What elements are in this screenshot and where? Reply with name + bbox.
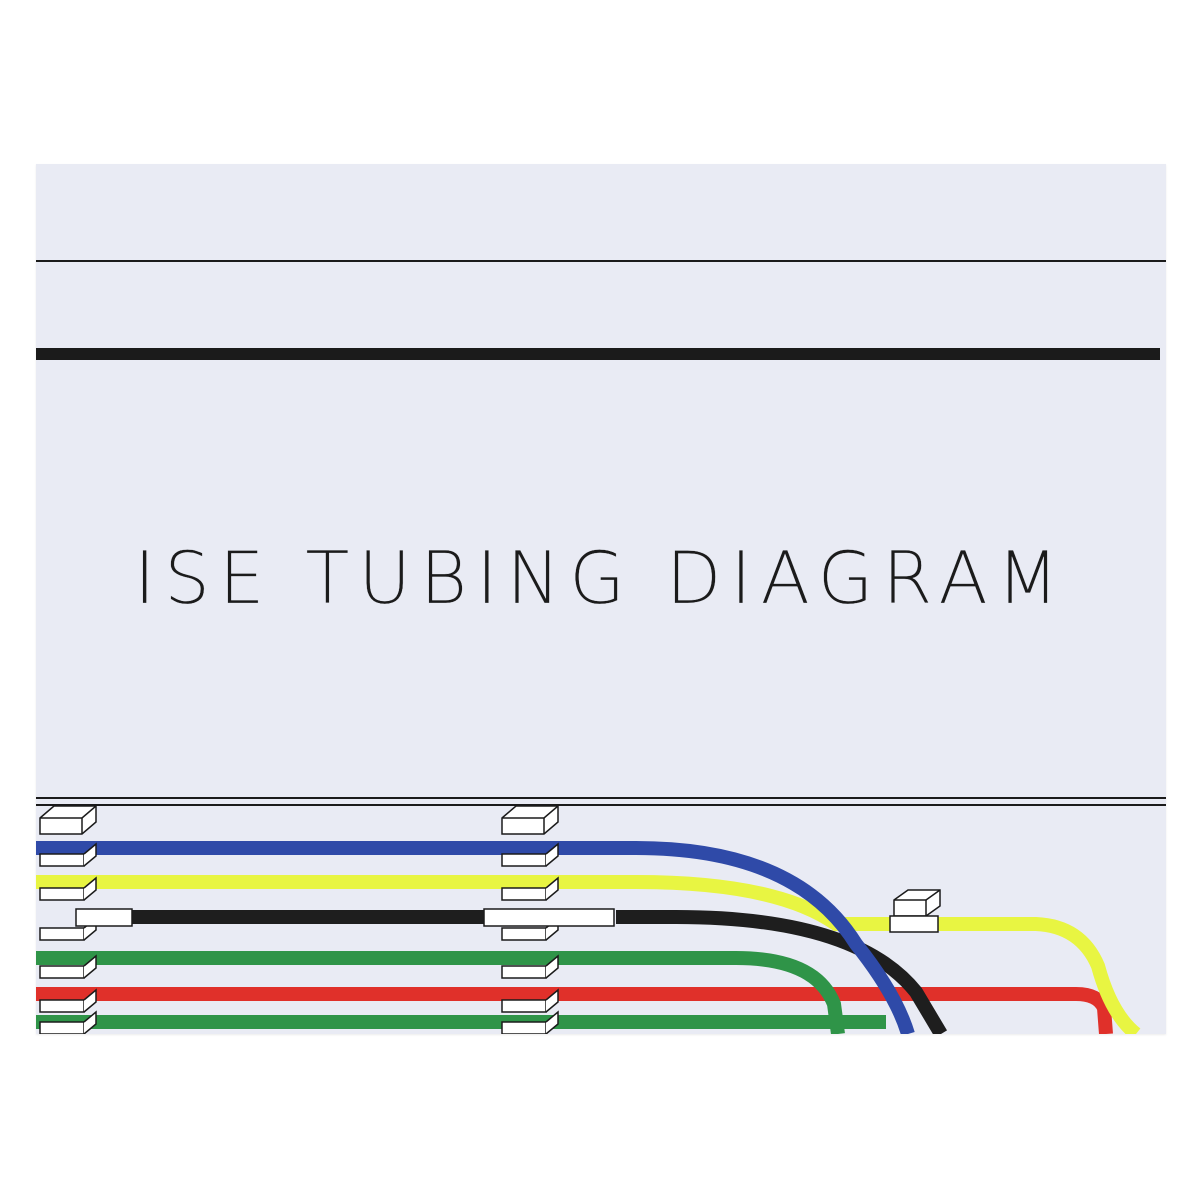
middle-connector-collar-side-5	[545, 988, 559, 1013]
right-connector-edge-2	[925, 889, 941, 901]
top-thick-rule	[36, 348, 1160, 360]
right-yellow-connector	[889, 889, 941, 933]
tube-black	[126, 910, 948, 1034]
left-connector-collar-side-2	[83, 876, 97, 901]
middle-connector-collar-side-2	[545, 876, 559, 901]
middle-connector-collar-4	[501, 965, 547, 979]
middle-connector-collar-6	[501, 1021, 547, 1034]
page-title: ISE TUBING DIAGRAM	[134, 536, 1068, 620]
diagram-card: ISE TUBING DIAGRAM	[36, 164, 1166, 1034]
left-black-sleeve	[75, 908, 133, 927]
left-connector-collar-1	[39, 853, 85, 867]
left-connector-stack	[39, 805, 133, 1034]
right-connector-top	[893, 889, 941, 917]
left-connector-collar-6	[39, 1021, 85, 1034]
left-connector-collar-2	[39, 887, 85, 901]
middle-connector-collar-5	[501, 999, 547, 1013]
right-connector-collar	[889, 915, 939, 933]
left-connector-collar-4	[39, 965, 85, 979]
tube-blue	[36, 841, 915, 1034]
middle-connector-collar-1	[501, 853, 547, 867]
left-connector-collar-5	[39, 999, 85, 1013]
middle-connector-collar-side-6	[545, 1010, 559, 1034]
left-connector-cap	[39, 805, 97, 835]
tube-green	[36, 951, 845, 1034]
tubes	[36, 841, 1141, 1034]
left-connector-collar-3	[39, 927, 85, 941]
left-connector-collar-side-4	[83, 954, 97, 979]
tubing-diagram	[36, 797, 1166, 1034]
middle-connector-collar-3	[501, 927, 547, 941]
middle-connector-cap	[501, 805, 559, 835]
left-connector-collar-side-5	[83, 988, 97, 1013]
middle-connectors	[501, 805, 559, 1034]
tube-red	[36, 987, 1113, 1034]
tube-yellow	[36, 875, 1141, 1034]
middle-connector-stack	[483, 805, 615, 1034]
left-connector-collar-side-1	[83, 842, 97, 867]
middle-connector-collar-side-4	[545, 954, 559, 979]
middle-connector-collar-side-1	[545, 842, 559, 867]
middle-black-sleeve	[483, 908, 615, 927]
left-connectors	[39, 805, 97, 1034]
top-thin-rule	[36, 260, 1166, 262]
left-connector-collar-side-6	[83, 1010, 97, 1034]
middle-connector-collar-2	[501, 887, 547, 901]
